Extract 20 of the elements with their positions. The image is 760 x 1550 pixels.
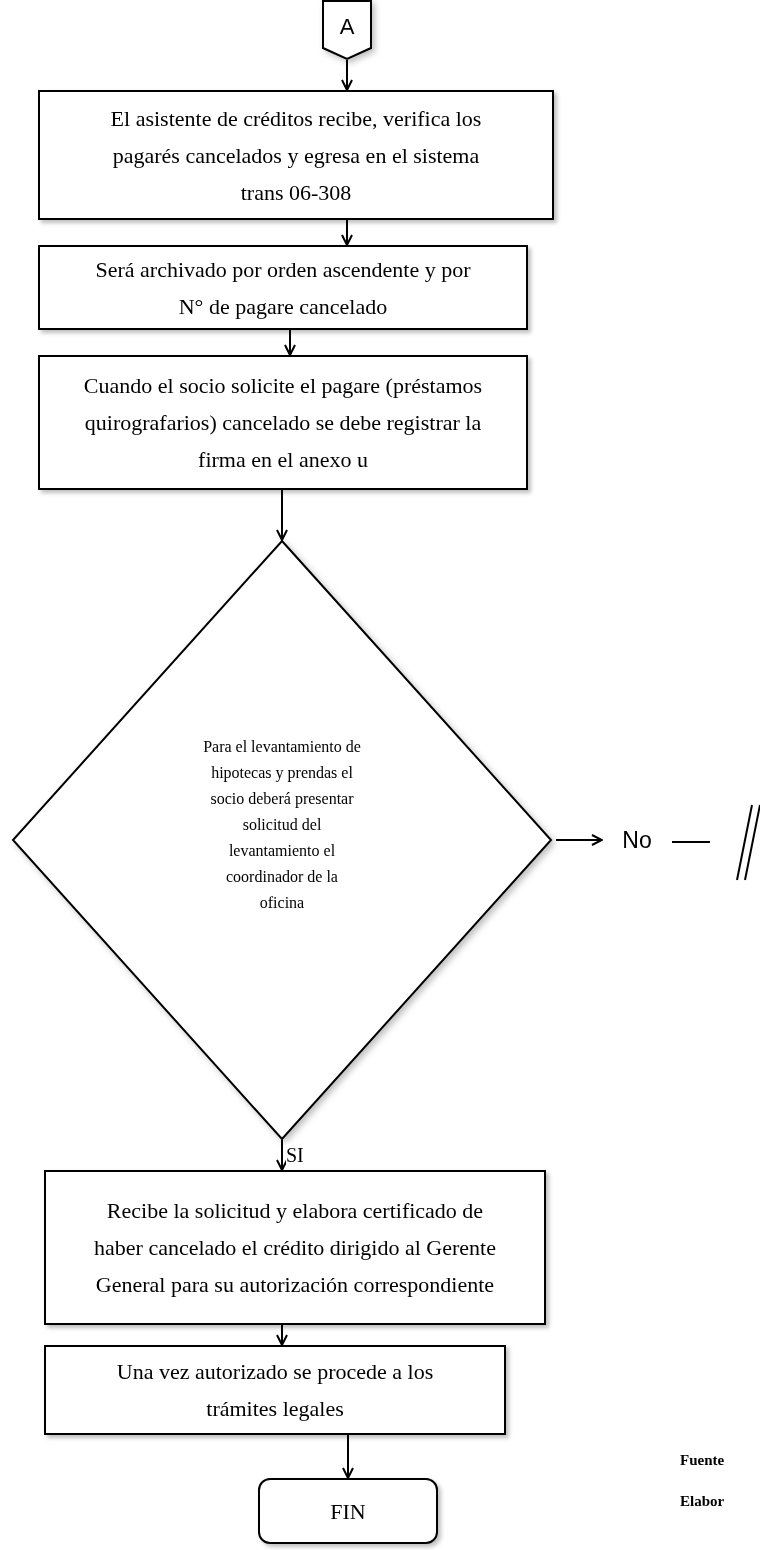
- connector-line: [671, 841, 711, 843]
- process-box: El asistente de créditos recibe, verifica los pagarés cancelados y egresa en el sistema trans 06-308: [38, 90, 554, 220]
- process-box: Cuando el socio solicite el pagare (préstamos quirografarios) cancelado se debe registrar la firma en el anexo u: [38, 355, 528, 490]
- process-box: Será archivado por orden ascendente y por N° de pagare cancelado: [38, 245, 528, 330]
- terminal-box: FIN: [258, 1478, 438, 1544]
- decision-diamond: Para el levantamiento de hipotecas y prendas el socio deberá presentar solicitud del levantamiento el coordinador de la oficina: [12, 540, 552, 1140]
- arrow: [342, 1434, 354, 1479]
- off-page-connector: A: [322, 0, 372, 60]
- arrow: [276, 1324, 288, 1346]
- arrow: [276, 1139, 288, 1171]
- arrow: [555, 834, 603, 846]
- arrow: [276, 489, 288, 541]
- process-box: Recibe la solicitud y elabora certificado de haber cancelado el crédito dirigido al Gerente General para su autorización correspondiente: [44, 1170, 546, 1325]
- note-text: Elabor: [680, 1493, 725, 1510]
- arrow: [341, 219, 353, 246]
- process-box: Una vez autorizado se procede a los trámites legales: [44, 1345, 506, 1435]
- arrow: [284, 329, 296, 356]
- note-text: Fuente: [680, 1452, 725, 1469]
- edge-label: No: [612, 820, 662, 860]
- arrow: [341, 59, 353, 91]
